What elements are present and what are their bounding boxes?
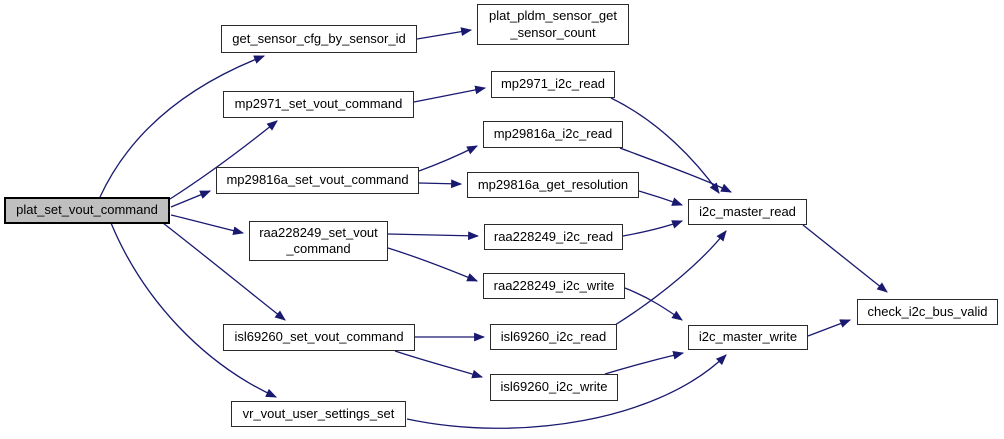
edge-plat_set_vout_command-to-raa228249_set_vout_command xyxy=(170,214,245,235)
edge-raa228249_i2c_read-to-i2c_master_read xyxy=(622,220,684,237)
node-mp2971_set_vout_command[interactable]: mp2971_set_vout_command xyxy=(223,91,414,118)
node-plat_set_vout_command: plat_set_vout_command xyxy=(4,197,170,224)
node-vr_vout_user_settings_set[interactable]: vr_vout_user_settings_set xyxy=(231,401,406,427)
node-mp29816a_get_resolution[interactable]: mp29816a_get_resolution xyxy=(467,172,639,198)
node-mp29816a_set_vout_command[interactable]: mp29816a_set_vout_command xyxy=(216,167,419,194)
edge-isl69260_set_vout_command-to-isl69260_i2c_write xyxy=(394,350,484,379)
node-mp29816a_i2c_read[interactable]: mp29816a_i2c_read xyxy=(483,121,623,148)
edge-raa228249_set_vout_command-to-raa228249_i2c_read xyxy=(387,231,480,241)
edge-isl69260_i2c_read-to-i2c_master_read xyxy=(614,230,727,326)
node-i2c_master_write[interactable]: i2c_master_write xyxy=(688,325,808,350)
node-get_sensor_cfg_by_sensor_id[interactable]: get_sensor_cfg_by_sensor_id xyxy=(221,25,417,53)
edge-plat_set_vout_command-to-mp29816a_set_vout_command xyxy=(170,190,212,208)
node-isl69260_i2c_write[interactable]: isl69260_i2c_write xyxy=(490,374,618,401)
edge-raa228249_i2c_write-to-i2c_master_write xyxy=(624,287,683,321)
edge-mp29816a_set_vout_command-to-mp29816a_get_resolution xyxy=(418,179,463,189)
node-i2c_master_read[interactable]: i2c_master_read xyxy=(688,199,807,225)
edge-mp29816a_get_resolution-to-i2c_master_read xyxy=(638,190,684,206)
node-check_i2c_bus_valid[interactable]: check_i2c_bus_valid xyxy=(857,299,998,325)
edge-raa228249_set_vout_command-to-raa228249_i2c_write xyxy=(387,247,479,282)
edge-mp2971_set_vout_command-to-mp2971_i2c_read xyxy=(413,85,487,103)
edge-i2c_master_write-to-check_i2c_bus_valid xyxy=(807,319,852,337)
edge-get_sensor_cfg_by_sensor_id-to-plat_pldm_sensor_get_sensor_count xyxy=(416,27,473,40)
node-isl69260_i2c_read[interactable]: isl69260_i2c_read xyxy=(490,324,617,350)
edge-mp29816a_set_vout_command-to-mp29816a_i2c_read xyxy=(418,145,478,172)
edge-isl69260_i2c_write-to-i2c_master_write xyxy=(604,351,685,375)
node-isl69260_set_vout_command[interactable]: isl69260_set_vout_command xyxy=(223,324,415,351)
node-raa228249_i2c_write[interactable]: raa228249_i2c_write xyxy=(483,273,625,299)
node-plat_pldm_sensor_get_sensor_count[interactable]: plat_pldm_sensor_get _sensor_count xyxy=(477,4,629,45)
node-mp2971_i2c_read[interactable]: mp2971_i2c_read xyxy=(491,71,615,98)
node-raa228249_set_vout_command[interactable]: raa228249_set_vout _command xyxy=(249,221,388,261)
node-raa228249_i2c_read[interactable]: raa228249_i2c_read xyxy=(484,224,623,250)
edge-i2c_master_read-to-check_i2c_bus_valid xyxy=(802,224,888,293)
